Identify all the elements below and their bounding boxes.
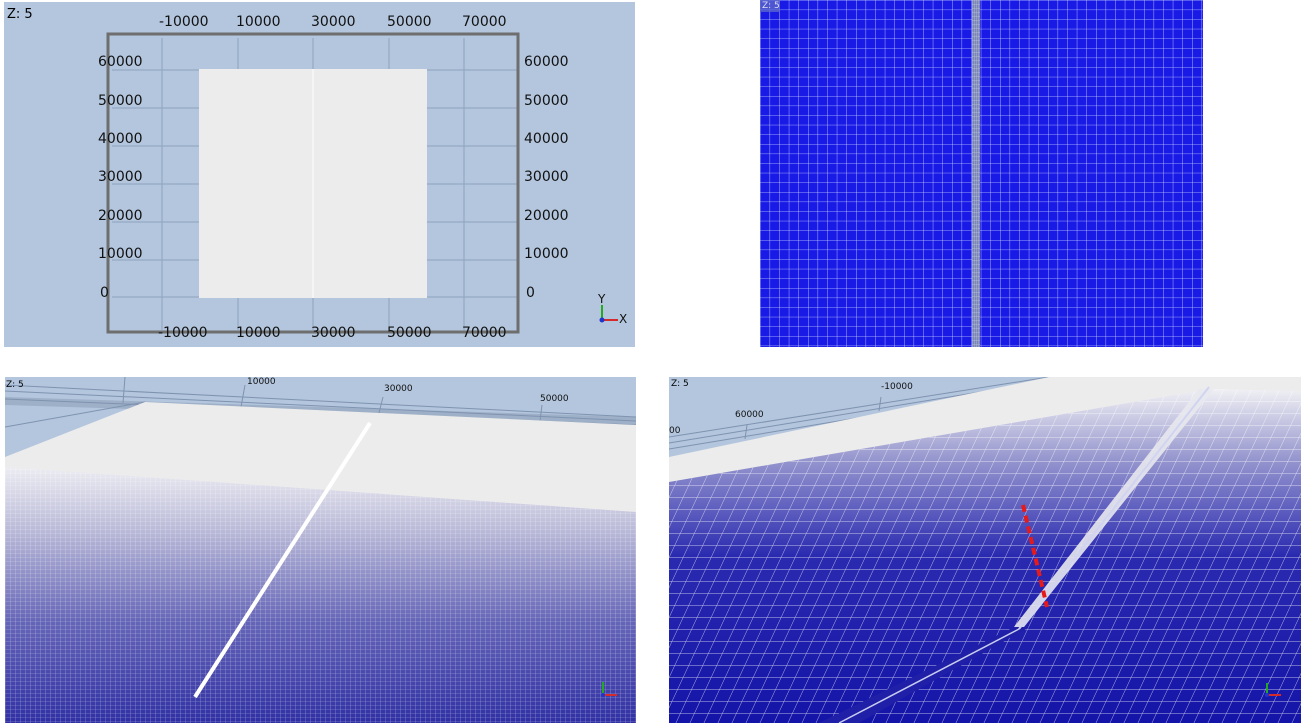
bottom-tick: 30000 [311, 325, 356, 341]
top-tick: 10000 [236, 14, 281, 30]
right-tick: 50000 [524, 93, 569, 109]
axis-triad-icon [1265, 683, 1281, 697]
right-tick: 10000 [524, 246, 569, 262]
viewport-top-right[interactable]: Z: 5 [760, 0, 1203, 347]
top-tick: -10000 [159, 14, 209, 30]
perspective-tick: 30000 [384, 384, 413, 394]
bottom-tick: 10000 [236, 325, 281, 341]
left-tick: 0 [100, 285, 109, 301]
axis-x-label: X [619, 312, 628, 326]
left-tick: 10000 [98, 246, 143, 262]
z-level-label: Z: 5 [762, 1, 780, 11]
z-level-label: Z: 5 [7, 7, 33, 22]
top-tick: 70000 [462, 14, 507, 30]
bottom-tick: 70000 [462, 325, 507, 341]
left-tick: 30000 [98, 169, 143, 185]
left-tick: 40000 [98, 131, 143, 147]
top-tick: 30000 [311, 14, 356, 30]
right-tick: 0 [526, 285, 535, 301]
perspective-closeup-canvas [669, 377, 1301, 723]
right-tick: 20000 [524, 208, 569, 224]
axis-y-label: Y [598, 292, 606, 306]
top-tick: 50000 [387, 14, 432, 30]
right-tick: 30000 [524, 169, 569, 185]
fault-zone [972, 0, 980, 347]
fault-marker-line [1021, 504, 1049, 608]
left-tick: 20000 [98, 208, 143, 224]
viewport-bottom-left[interactable]: Z: 5 10000 30000 50000 [5, 377, 636, 723]
left-tick: 60000 [98, 54, 143, 70]
z-level-label: Z: 5 [671, 379, 689, 389]
perspective-tick: 00 [669, 426, 681, 436]
right-tick: 60000 [524, 54, 569, 70]
perspective-tick: 60000 [735, 410, 764, 420]
viewport-top-left[interactable]: Z: 5 -10000 10000 30000 50000 70000 -100… [4, 2, 635, 347]
perspective-tick: 10000 [247, 377, 276, 387]
bottom-tick: -10000 [158, 325, 208, 341]
perspective-tick: -10000 [881, 382, 913, 392]
z-level-label: Z: 5 [6, 380, 24, 390]
mesh-canvas [760, 0, 1203, 347]
perspective-tick: 50000 [540, 394, 569, 404]
map-canvas [106, 32, 618, 334]
bottom-tick: 50000 [387, 325, 432, 341]
left-tick: 50000 [98, 93, 143, 109]
axis-triad-icon [599, 305, 618, 323]
right-tick: 40000 [524, 131, 569, 147]
viewport-bottom-right[interactable]: Z: 5 00 60000 -10000 [669, 377, 1301, 723]
perspective-canvas [5, 377, 636, 723]
axis-triad-icon [601, 682, 617, 697]
